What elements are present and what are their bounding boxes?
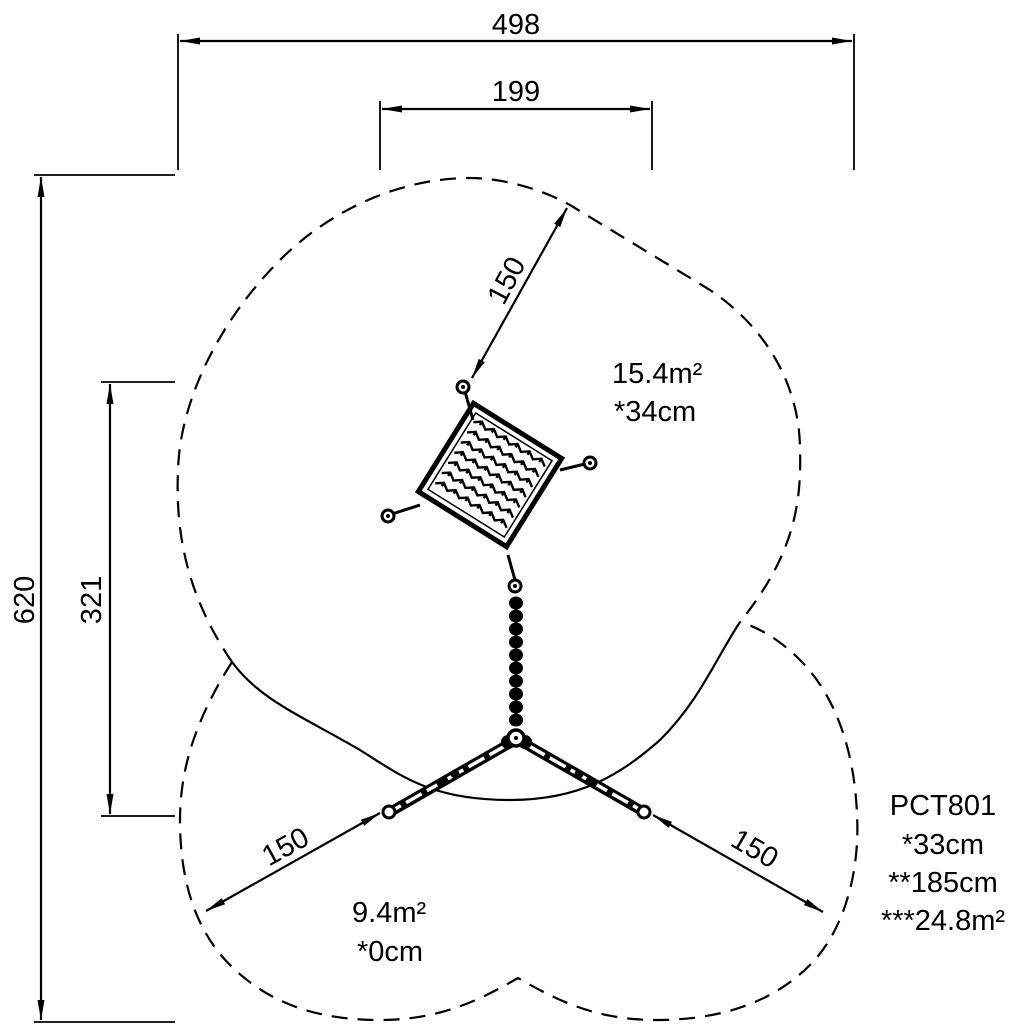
lower-zone-area: 9.4m²	[352, 897, 426, 929]
product-model: PCT801	[890, 790, 996, 822]
spec-total-area: ***24.8m²	[881, 905, 1005, 937]
lower-safety-zone-outline	[178, 620, 859, 1022]
upper-safety-zone-outline	[176, 176, 802, 663]
strut-anchor-left	[381, 804, 397, 820]
overall-width-label: 498	[492, 9, 540, 41]
dimension-overall-width: 498	[177, 9, 855, 170]
zone-boundary-line	[231, 621, 741, 802]
dimension-inner-width: 199	[379, 76, 653, 170]
ground-struts	[381, 728, 652, 820]
spec-fall-height: *33cm	[902, 829, 984, 861]
product-spec-block: PCT801 *33cm **185cm ***24.8m²	[881, 790, 1005, 937]
clearance-dimension-top: 150	[471, 207, 568, 379]
strut-anchor-right	[636, 804, 652, 820]
chain-rope	[509, 596, 523, 727]
inner-width-label: 199	[492, 76, 540, 108]
overall-height-label: 620	[9, 576, 41, 624]
clearance-top-label: 150	[482, 252, 533, 310]
inner-height-label: 321	[76, 576, 108, 624]
clearance-left-label: 150	[257, 821, 315, 872]
clearance-right-label: 150	[726, 823, 784, 875]
dimension-overall-height: 620	[9, 174, 175, 1023]
climbing-net	[380, 379, 598, 594]
upper-zone-info: 15.4m² *34cm	[612, 358, 703, 428]
lower-zone-fall-height: *0cm	[357, 936, 423, 968]
upper-zone-fall-height: *34cm	[614, 396, 696, 428]
upper-zone-area: 15.4m²	[612, 358, 703, 390]
dimension-inner-height: 321	[76, 381, 175, 817]
clearance-dimension-right: 150	[652, 814, 824, 913]
spec-free-height: **185cm	[888, 867, 998, 899]
lower-zone-info: 9.4m² *0cm	[352, 897, 426, 968]
